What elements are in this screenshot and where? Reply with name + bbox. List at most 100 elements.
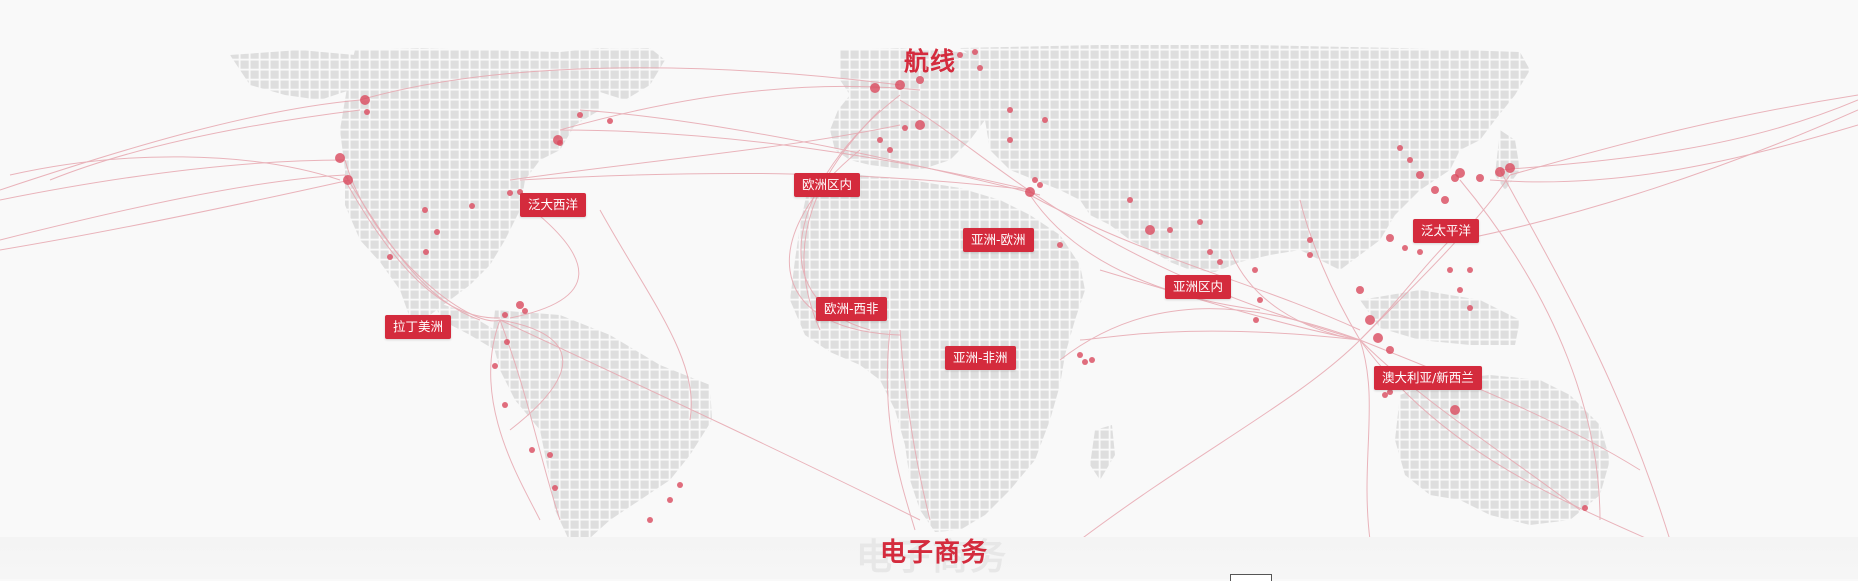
port-dot	[895, 80, 905, 90]
route-label-europe-west-africa[interactable]: 欧洲-西非	[816, 297, 887, 321]
route-curve	[1459, 179, 1601, 521]
asia-landmass	[960, 45, 1530, 272]
port-dot	[1455, 168, 1465, 178]
port-dot	[1252, 267, 1258, 273]
ecommerce-section-band	[0, 537, 1858, 579]
port-dot	[607, 118, 613, 124]
port-dot	[1207, 249, 1213, 255]
route-curve	[509, 124, 901, 181]
port-dot	[434, 229, 440, 235]
port-dot	[1025, 187, 1035, 197]
port-dot	[667, 497, 673, 503]
route-curve	[1359, 339, 1371, 540]
port-dot	[360, 95, 370, 105]
route-curve	[1359, 339, 1641, 471]
port-dot	[529, 447, 535, 453]
port-dot	[1365, 315, 1375, 325]
port-dot	[916, 76, 924, 84]
port-dot	[422, 207, 428, 213]
route-curve	[899, 99, 1361, 341]
port-dot	[502, 402, 508, 408]
port-dot	[1217, 259, 1223, 265]
port-dot	[577, 112, 583, 118]
route-label-latin-america[interactable]: 拉丁美洲	[385, 315, 452, 339]
route-curve	[49, 109, 361, 181]
route-label-asia-africa[interactable]: 亚洲-非洲	[945, 346, 1016, 370]
route-curve	[0, 99, 361, 191]
route-curve	[344, 179, 501, 319]
route-curve	[1489, 124, 1858, 183]
port-dot	[343, 175, 353, 185]
route-curve	[519, 172, 1031, 191]
port-dot	[647, 517, 653, 523]
port-dot	[1089, 357, 1095, 363]
greenland-landmass	[575, 48, 665, 100]
port-dot	[1356, 286, 1364, 294]
port-dot	[1387, 389, 1393, 395]
route-curve	[0, 159, 346, 201]
route-curve	[1059, 308, 1361, 361]
route-curve	[499, 319, 561, 521]
route-curve	[499, 319, 564, 431]
australia-landmass	[1395, 375, 1610, 525]
port-dot	[1082, 359, 1088, 365]
port-dot	[423, 249, 429, 255]
route-label-trans-atlantic[interactable]: 泛大西洋	[520, 193, 587, 217]
route-label-intra-asia[interactable]: 亚洲区内	[1165, 275, 1232, 299]
route-curve	[1079, 339, 1361, 540]
port-dot	[1386, 346, 1394, 354]
central-america-landmass	[430, 300, 510, 350]
port-dot	[1253, 317, 1259, 323]
route-curve	[1029, 194, 1261, 311]
port-dot	[522, 308, 528, 314]
route-curve	[559, 129, 1031, 191]
route-curve	[1509, 94, 1858, 176]
africa-landmass	[790, 175, 1085, 532]
port-dot	[1441, 196, 1449, 204]
port-dot	[1127, 197, 1133, 203]
route-curve	[490, 319, 541, 521]
port-dot	[1476, 174, 1484, 182]
port-dots	[335, 49, 1588, 523]
continents	[230, 45, 1610, 538]
route-curve	[344, 159, 501, 322]
port-dot	[1307, 237, 1313, 243]
port-dot	[1167, 227, 1173, 233]
port-dot	[1467, 267, 1473, 273]
route-label-australia-nz[interactable]: 澳大利亚/新西兰	[1374, 366, 1482, 390]
port-dot	[1257, 297, 1263, 303]
ecommerce-title-watermark: 电子商务	[856, 537, 1009, 578]
port-dot	[972, 49, 978, 55]
port-dot	[1417, 249, 1423, 255]
route-curve	[1359, 339, 1581, 511]
route-label-asia-europe[interactable]: 亚洲-欧洲	[963, 228, 1034, 252]
port-dot	[1397, 145, 1403, 151]
port-dot	[516, 301, 524, 309]
route-label-intra-europe[interactable]: 欧洲区内	[794, 173, 861, 197]
port-dot	[887, 147, 893, 153]
port-dot	[1145, 225, 1155, 235]
port-dot	[1307, 252, 1313, 258]
route-curve	[0, 174, 346, 241]
port-dot	[1057, 242, 1063, 248]
port-dot	[1407, 157, 1413, 163]
port-dot	[387, 254, 393, 260]
port-dot	[557, 140, 563, 146]
routes-section-title: 航线	[904, 47, 957, 76]
port-dot	[507, 190, 513, 196]
port-dot	[335, 153, 345, 163]
port-dot	[677, 482, 683, 488]
port-dot	[870, 83, 880, 93]
port-dot	[1042, 117, 1048, 123]
port-dot	[1037, 182, 1043, 188]
port-dot	[1467, 305, 1473, 311]
port-dot	[469, 203, 475, 209]
europe-landmass	[830, 48, 1010, 170]
port-dot	[1447, 267, 1453, 273]
route-curve	[509, 199, 580, 319]
route-curve	[0, 179, 351, 251]
port-dot	[1416, 171, 1424, 179]
madagascar-landmass	[1090, 425, 1115, 480]
world-route-map: 航线 泛大西洋 拉丁美洲 欧洲区内 欧洲-西非 亚洲-欧洲 亚洲-非洲 亚洲区内…	[0, 45, 1858, 540]
route-label-trans-pacific[interactable]: 泛太平洋	[1413, 219, 1480, 243]
